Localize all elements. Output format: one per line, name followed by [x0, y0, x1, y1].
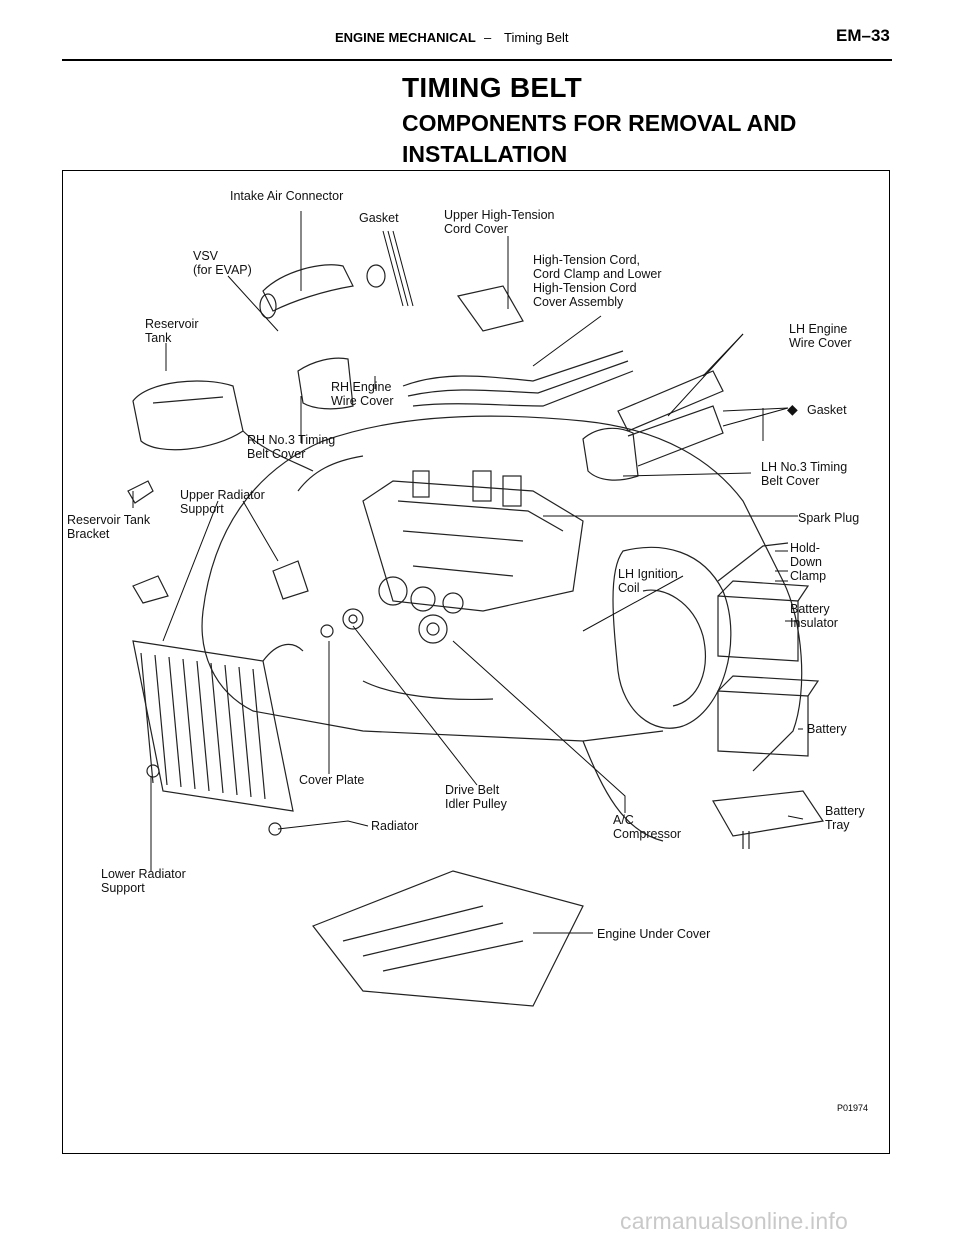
header-separator: –: [484, 30, 492, 45]
label-gasket-right: Gasket: [807, 403, 847, 417]
label-ht-cord-assembly: High-Tension Cord, Cord Clamp and Lower …: [533, 253, 662, 309]
page-subtitle: COMPONENTS FOR REMOVAL AND INSTALLATION: [402, 110, 797, 167]
figure-number: P01974: [837, 1103, 869, 1113]
label-battery: Battery: [807, 722, 847, 736]
components-figure: Intake Air Connector Gasket Upper High-T…: [62, 170, 890, 1154]
label-lh-no3-timing-belt-cover: LH No.3 Timing Belt Cover: [761, 460, 848, 488]
label-spark-plug: Spark Plug: [798, 511, 860, 525]
label-gasket-top: Gasket: [359, 211, 399, 225]
label-lh-ignition-coil: LH Ignition Coil: [618, 567, 678, 595]
label-cover-plate: Cover Plate: [299, 773, 365, 787]
label-upper-ht-cord-cover: Upper High-Tension Cord Cover: [444, 208, 555, 236]
label-drive-belt-idler-pulley: Drive Belt Idler Pulley: [445, 783, 507, 811]
label-upper-radiator-support: Upper Radiator Support: [180, 488, 265, 516]
page-title: TIMING BELT: [402, 72, 583, 103]
label-intake-air-connector: Intake Air Connector: [230, 189, 344, 203]
label-battery-insulator: Battery Insulator: [790, 602, 838, 630]
label-reservoir-tank-bracket: Reservoir Tank Bracket: [67, 513, 151, 541]
label-hold-down-clamp: Hold- Down Clamp: [790, 541, 827, 583]
label-battery-tray: Battery Tray: [825, 804, 865, 832]
header-section: ENGINE MECHANICAL: [335, 30, 476, 45]
header-subsection: Timing Belt: [504, 30, 569, 45]
label-vsv: VSV (for EVAP): [193, 249, 252, 277]
label-rh-no3-timing-belt-cover: RH No.3 Timing Belt Cover: [247, 433, 336, 461]
label-rh-engine-wire-cover: RH Engine Wire Cover: [331, 380, 394, 408]
label-ac-compressor: A/C Compressor: [613, 813, 682, 841]
page-number: EM–33: [836, 26, 890, 45]
gasket-symbol: ◆: [787, 401, 798, 417]
components-illustration: [127, 211, 825, 1007]
label-reservoir-tank: Reservoir Tank: [145, 317, 199, 345]
label-lh-engine-wire-cover: LH Engine Wire Cover: [789, 322, 852, 350]
watermark: carmanualsonline.info: [620, 1208, 848, 1234]
label-engine-under-cover: Engine Under Cover: [597, 927, 711, 941]
header-rule: [62, 59, 892, 61]
label-lower-radiator-support: Lower Radiator Support: [101, 867, 186, 895]
label-radiator: Radiator: [371, 819, 419, 833]
